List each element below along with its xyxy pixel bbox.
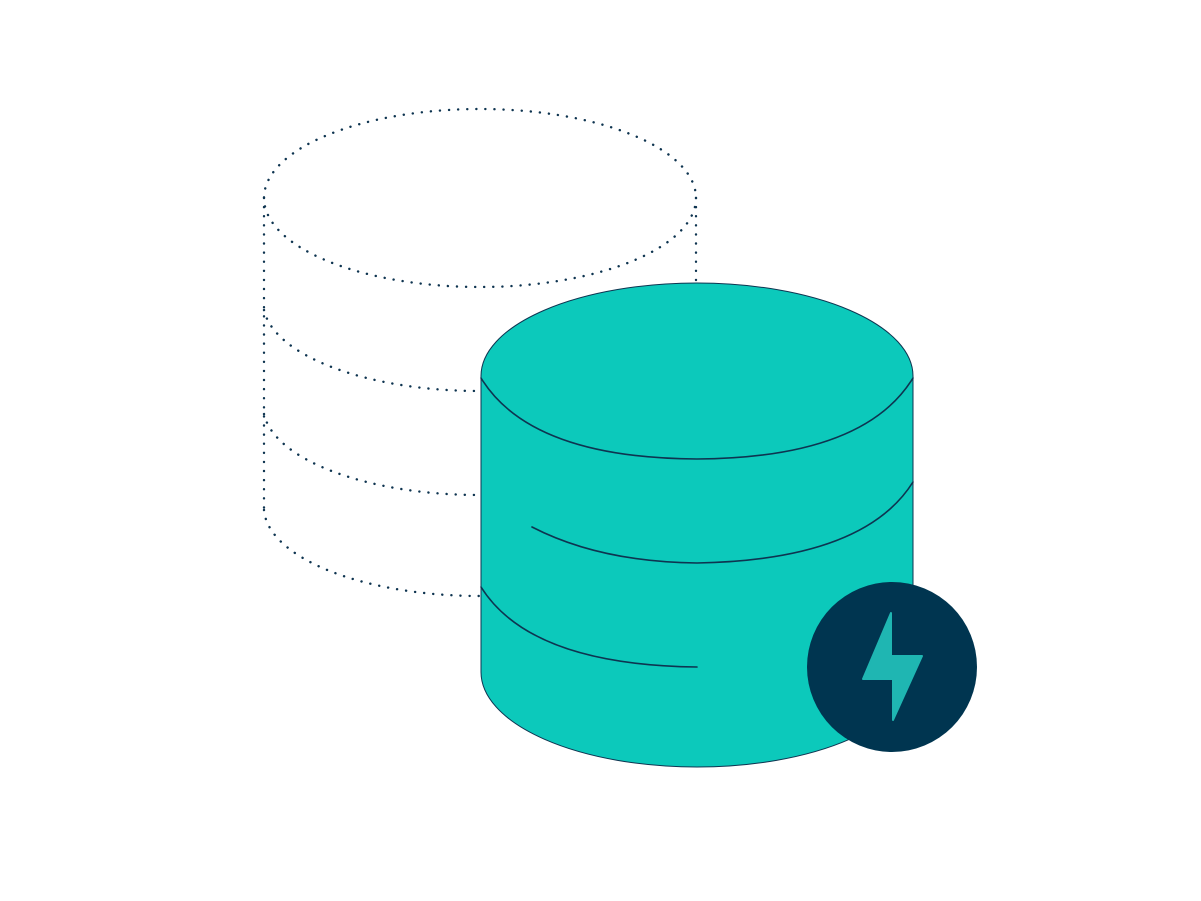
lightning-badge bbox=[807, 582, 977, 752]
ghost-db-ring-1 bbox=[262, 308, 482, 393]
main-db-ring-bottom bbox=[480, 586, 698, 668]
main-db-ring-middle bbox=[531, 481, 914, 564]
lightning-bolt-icon bbox=[862, 612, 923, 721]
database-outline-icon bbox=[262, 107, 698, 598]
database-icon bbox=[480, 282, 914, 768]
ghost-db-ring-2 bbox=[262, 412, 482, 497]
ghost-db-top-ellipse bbox=[262, 107, 698, 289]
ghost-db-ring-3 bbox=[262, 508, 482, 598]
main-db-ring-top bbox=[480, 377, 914, 460]
